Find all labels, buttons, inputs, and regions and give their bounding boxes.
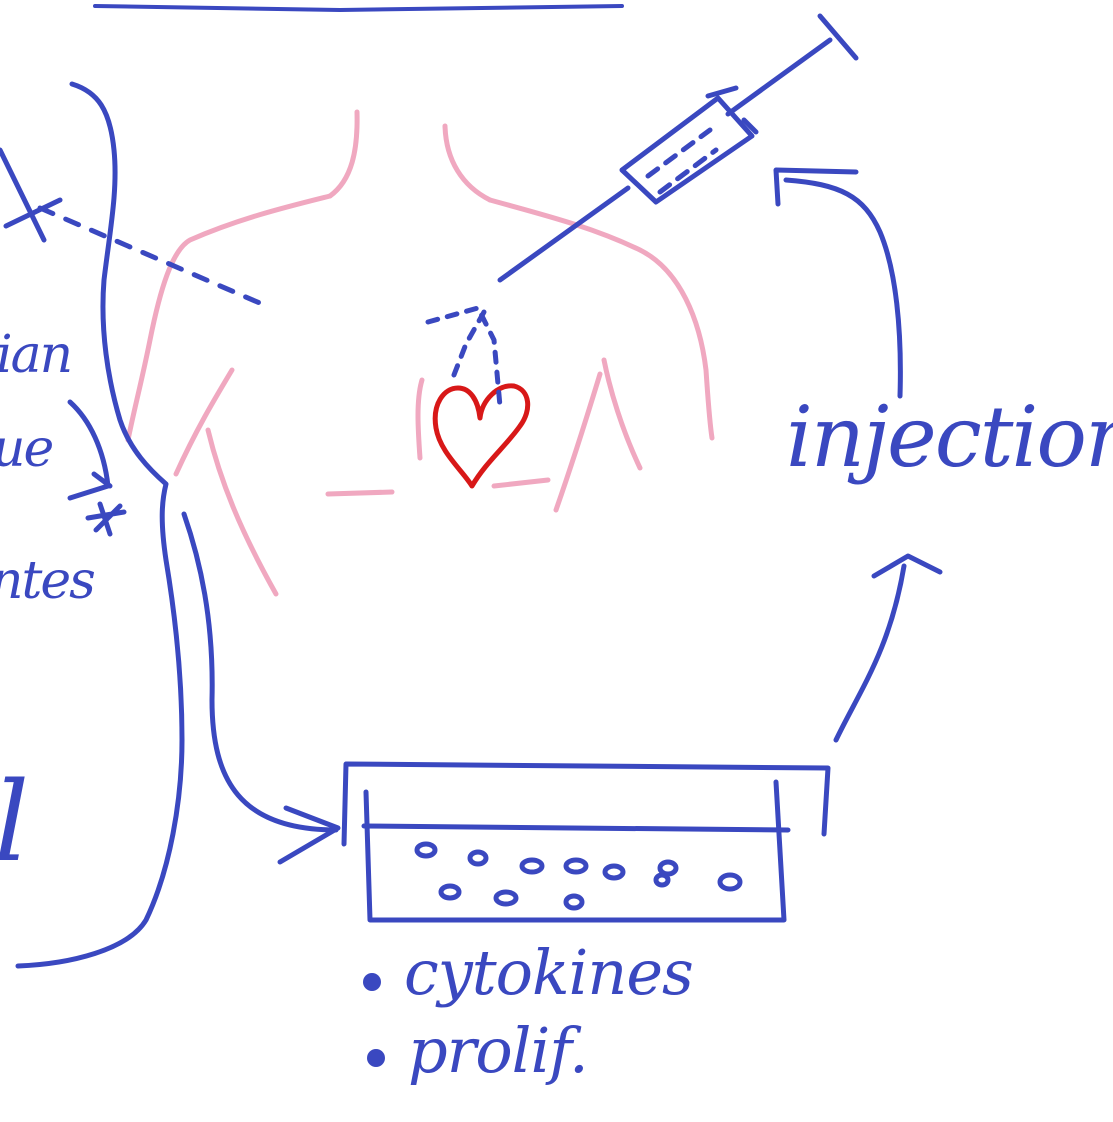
left-cut-label-1: ian [0,325,71,385]
syringe-plunger [728,40,830,114]
arrow-up-head [874,556,940,576]
arrow-to-syringe [776,170,900,396]
arrow-curve-line [786,180,900,396]
cell-dot [470,852,486,864]
syringe-icon [500,16,856,280]
injection-label: injection [786,388,1113,486]
torso-side-left [208,430,276,594]
dotted-line-2 [452,312,484,380]
torso-outline [128,112,712,594]
chest-line-left [328,492,392,494]
left-figure-x-mark [0,150,60,240]
cell-dot [660,862,676,874]
top-divider-line [95,6,622,10]
flow-arrowhead [280,808,338,862]
bullet-label-prolif: prolif. [408,1014,588,1087]
sternum-left-stroke [418,380,422,458]
syringe-handle [820,16,856,58]
bullet-dot-2 [367,1049,385,1067]
shoulder-left [128,196,330,440]
arm-right-inner [604,360,640,468]
neck-left [330,112,357,196]
left-cut-label-4: l [0,758,29,886]
cell-dot [720,875,740,889]
cell-dot [496,892,516,904]
dish-inner [366,782,784,920]
arrow-curve-head [776,170,856,204]
cell-dot [566,896,582,908]
left-figure-star [88,504,124,534]
torso-side-right [556,374,600,510]
cell-dot [605,866,623,878]
bullet-label-cytokines: cytokines [404,936,693,1009]
shoulder-right [490,200,712,438]
cell-dot [522,860,542,872]
arm-left-inner [176,370,232,474]
cell-dot [656,875,668,885]
cell-dot [441,886,459,898]
heart-shape [435,386,527,486]
cell-dot [417,844,435,856]
chest-line-right [494,480,548,486]
left-cut-label-3: ntes [0,551,94,611]
left-cut-label-2: ue [0,419,52,479]
left-figure-arrow [70,402,110,498]
arrow-up-line [836,566,904,740]
cell-dots [417,844,740,908]
culture-dish [344,764,828,920]
cell-dot [566,860,586,872]
dish-fill-line [364,826,788,830]
neck-right [445,126,490,200]
arrow-to-injection [836,556,940,740]
bullet-dot-1 [363,973,381,991]
